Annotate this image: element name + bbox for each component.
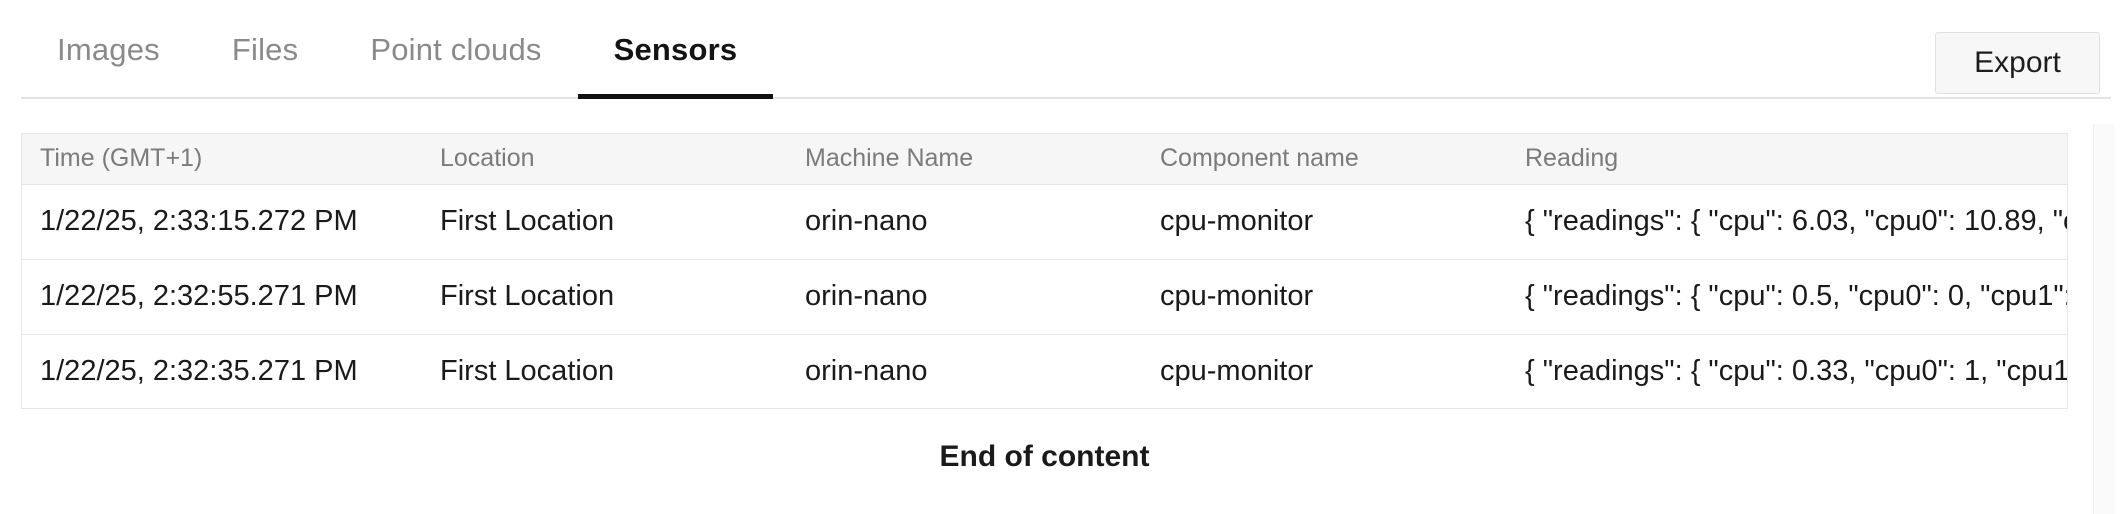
column-header-time[interactable]: Time (GMT+1)	[22, 134, 422, 185]
tab-files[interactable]: Files	[196, 0, 334, 99]
table-row[interactable]: 1/22/25, 2:33:15.272 PM First Location o…	[22, 184, 2067, 260]
export-button[interactable]: Export	[1935, 32, 2100, 94]
cell-location: First Location	[422, 259, 787, 335]
export-button-label: Export	[1974, 46, 2061, 79]
tab-point-clouds-label: Point clouds	[370, 31, 542, 67]
column-header-reading[interactable]: Reading	[1507, 134, 2067, 185]
table-header: Time (GMT+1) Location Machine Name Compo…	[22, 134, 2067, 185]
cell-location: First Location	[422, 184, 787, 260]
cell-reading: { "readings": { "cpu": 0.33, "cpu0": 1, …	[1507, 334, 2067, 408]
tab-list: Images Files Point clouds Sensors	[21, 0, 774, 99]
sensors-table: Time (GMT+1) Location Machine Name Compo…	[22, 134, 2067, 408]
cell-machine-name: orin-nano	[787, 334, 1142, 408]
vertical-scrollbar[interactable]	[2093, 124, 2115, 514]
tab-files-label: Files	[231, 31, 299, 67]
table-body: 1/22/25, 2:33:15.272 PM First Location o…	[22, 184, 2067, 408]
cell-machine-name: orin-nano	[787, 184, 1142, 260]
cell-component-name: cpu-monitor	[1142, 259, 1507, 335]
tab-sensors[interactable]: Sensors	[577, 0, 774, 99]
tab-bar-divider	[21, 97, 2111, 99]
tab-point-clouds[interactable]: Point clouds	[334, 0, 577, 99]
cell-time: 1/22/25, 2:32:55.271 PM	[22, 259, 422, 335]
end-of-content-label: End of content	[939, 440, 1150, 473]
cell-location: First Location	[422, 334, 787, 408]
cell-component-name: cpu-monitor	[1142, 184, 1507, 260]
table-row[interactable]: 1/22/25, 2:32:35.271 PM First Location o…	[22, 334, 2067, 408]
cell-time: 1/22/25, 2:33:15.272 PM	[22, 184, 422, 260]
table-header-row: Time (GMT+1) Location Machine Name Compo…	[22, 134, 2067, 185]
cell-reading: { "readings": { "cpu": 0.5, "cpu0": 0, "…	[1507, 259, 2067, 335]
cell-component-name: cpu-monitor	[1142, 334, 1507, 408]
column-header-machine-name[interactable]: Machine Name	[787, 134, 1142, 185]
column-header-location[interactable]: Location	[422, 134, 787, 185]
tab-images-label: Images	[57, 31, 160, 67]
cell-time: 1/22/25, 2:32:35.271 PM	[22, 334, 422, 408]
tab-bar: Images Files Point clouds Sensors	[0, 0, 2128, 108]
column-header-component-name[interactable]: Component name	[1142, 134, 1507, 185]
cell-reading: { "readings": { "cpu": 6.03, "cpu0": 10.…	[1507, 184, 2067, 260]
tab-sensors-label: Sensors	[613, 31, 738, 67]
sensors-table-container: Time (GMT+1) Location Machine Name Compo…	[21, 133, 2068, 409]
table-row[interactable]: 1/22/25, 2:32:55.271 PM First Location o…	[22, 259, 2067, 335]
cell-machine-name: orin-nano	[787, 259, 1142, 335]
vertical-scrollbar-thumb[interactable]	[2097, 126, 2113, 326]
tab-images[interactable]: Images	[21, 0, 196, 99]
